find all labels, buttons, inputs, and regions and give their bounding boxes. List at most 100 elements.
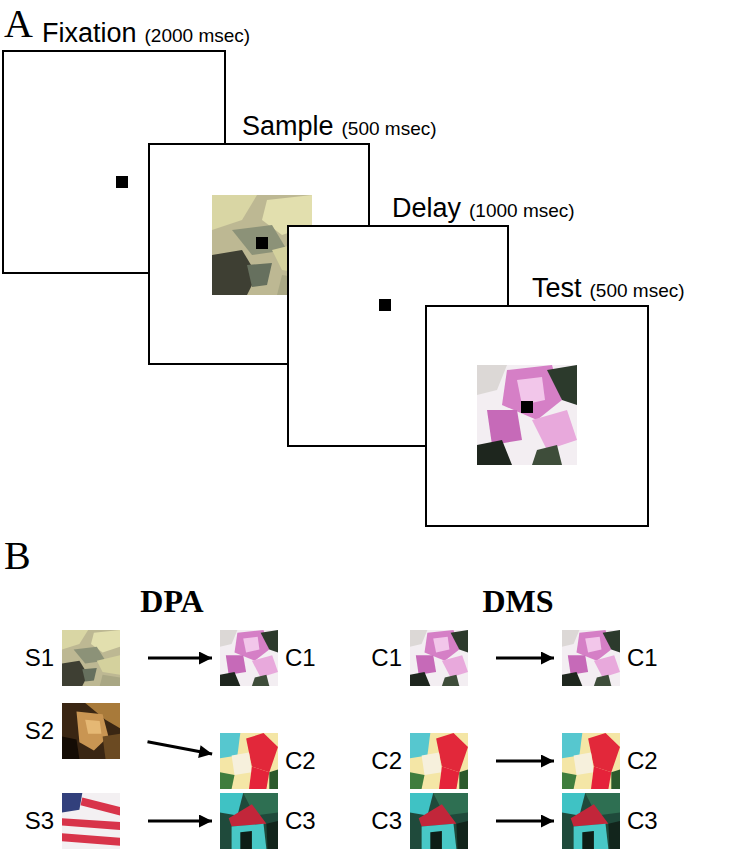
- photo-patch: [571, 804, 609, 826]
- photo-patch: [220, 630, 278, 686]
- photo-patch: [220, 672, 240, 686]
- stimulus-photo: [220, 733, 278, 789]
- photo-patch: [410, 630, 427, 647]
- stimulus-image: C2: [562, 733, 620, 789]
- photo-patch: [442, 675, 459, 686]
- epoch-duration: (500 msec): [342, 118, 437, 140]
- photo-patch: [562, 733, 582, 758]
- epoch-name: Sample: [242, 111, 334, 142]
- panel-letter: B: [4, 532, 31, 579]
- photo-patch: [477, 440, 512, 465]
- photo-patch: [562, 672, 582, 686]
- photo-patch: [252, 655, 278, 677]
- photo-patch: [240, 831, 252, 849]
- stimulus-label: C1: [627, 644, 658, 671]
- photo-patch: [439, 767, 459, 789]
- stimulus-label: C3: [285, 807, 316, 834]
- photo-patch: [247, 263, 272, 287]
- photo-patch: [410, 733, 468, 789]
- photo-patch: [547, 365, 577, 405]
- photo-patch: [594, 655, 620, 677]
- epoch-name: Delay: [392, 193, 461, 224]
- photo-patch: [97, 655, 120, 675]
- stimulus-label-holder: S3: [25, 807, 54, 835]
- screen-heading: Delay (1000 msec): [392, 193, 575, 224]
- arrow: [496, 820, 554, 823]
- photo-patch: [477, 365, 507, 395]
- stimulus-image: C1: [410, 630, 468, 686]
- stimulus-label: C3: [627, 807, 658, 834]
- photo-patch: [103, 734, 120, 759]
- stimulus-label: C2: [371, 747, 402, 774]
- fixation-point: [116, 176, 128, 188]
- photo-patch: [62, 703, 120, 759]
- photo-patch: [574, 824, 609, 849]
- stimulus-photo: [62, 630, 120, 686]
- photo-patch: [459, 769, 468, 789]
- photo-patch: [62, 737, 79, 759]
- stimulus-label: S3: [25, 807, 54, 834]
- fixation-point: [521, 401, 533, 413]
- stimulus-image: C2: [220, 733, 278, 789]
- stimulus-photo: [410, 630, 468, 686]
- photo-patch: [517, 377, 545, 405]
- stimulus-label-holder: C2: [371, 747, 402, 775]
- photo-patch: [62, 793, 120, 849]
- stimulus-label-holder: C3: [627, 807, 658, 835]
- photo-patch: [232, 753, 252, 775]
- photo-patch: [562, 772, 577, 789]
- task-heading: DMS: [482, 583, 553, 620]
- photo-patch: [229, 804, 267, 826]
- stimulus-label: C1: [285, 644, 316, 671]
- photo-patch: [232, 824, 267, 849]
- photo-patch: [532, 410, 577, 450]
- photo-patch: [608, 821, 620, 849]
- photo-patch: [81, 797, 120, 815]
- fixation-point: [379, 299, 391, 311]
- photo-patch: [220, 772, 235, 789]
- epoch-name: Test: [532, 273, 582, 304]
- stimulus-photo: [562, 630, 620, 686]
- stimulus-label-holder: C3: [371, 807, 402, 835]
- screen-heading: Test(500 msec): [532, 273, 685, 304]
- stimulus-label: C1: [371, 644, 402, 671]
- photo-patch: [410, 630, 468, 686]
- stimulus-photo: [562, 793, 620, 849]
- photo-patch: [562, 793, 620, 849]
- photo-patch: [266, 821, 278, 849]
- stimulus-label-holder: C1: [627, 644, 658, 672]
- photo-patch: [62, 630, 120, 686]
- photo-patch: [226, 655, 246, 675]
- photo-patch: [568, 655, 588, 675]
- photo-patch: [574, 753, 594, 775]
- stimulus-label-holder: C3: [285, 807, 316, 835]
- screen-illustration: [427, 307, 647, 525]
- stimulus-image: S3: [62, 793, 120, 849]
- arrow: [148, 742, 213, 754]
- photo-patch: [220, 793, 278, 849]
- photo-patch: [410, 793, 468, 849]
- photo-patch: [249, 767, 269, 789]
- stimulus-label-holder: C2: [627, 747, 658, 775]
- stimulus-image: C3: [562, 793, 620, 849]
- photo-patch: [562, 630, 579, 647]
- photo-patch: [62, 793, 82, 813]
- fixation-point: [256, 237, 268, 249]
- photo-patch: [419, 804, 457, 826]
- epoch-duration: (1000 msec): [469, 200, 575, 222]
- stimulus-image: S1: [62, 630, 120, 686]
- photo-patch: [220, 733, 278, 789]
- stimulus-image: C1: [220, 630, 278, 686]
- photo-patch: [582, 831, 594, 849]
- stimulus-photo: [562, 733, 620, 789]
- photo-patch: [261, 630, 278, 652]
- stimulus-label-holder: C1: [371, 644, 402, 672]
- photo-patch: [487, 410, 522, 445]
- stimulus-label: C2: [285, 747, 316, 774]
- photo-patch: [456, 821, 468, 849]
- stimulus-label: S2: [25, 717, 54, 744]
- stimulus-photo: [62, 793, 120, 849]
- photo-patch: [562, 630, 620, 686]
- stimulus-image: C1: [562, 630, 620, 686]
